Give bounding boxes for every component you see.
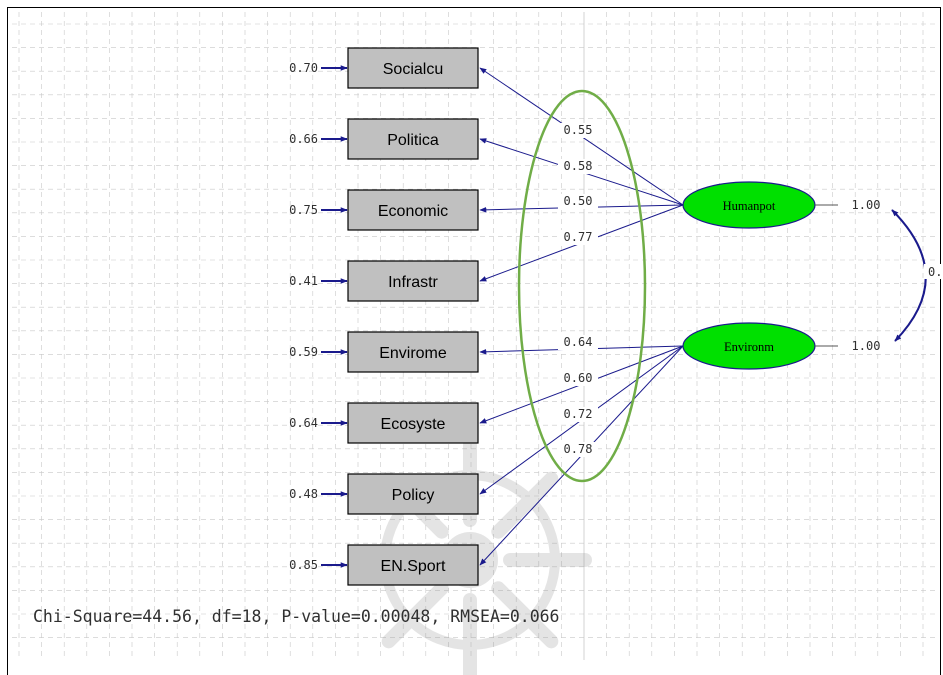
observed-box [347, 47, 479, 89]
observed-label: Economic [378, 203, 448, 220]
observed-label: Infrastr [388, 274, 438, 291]
latent-variable: Humanpot 1.00 [682, 181, 881, 229]
loading-label-bg [558, 123, 598, 138]
loading-label: 0.64 [564, 335, 593, 349]
correlation-label-bg [924, 264, 943, 279]
loading-label-bg [558, 335, 598, 350]
loading-label: 0.60 [564, 371, 593, 385]
observed-box [347, 189, 479, 231]
observed-variable: Politica 0.66 [289, 118, 479, 160]
observed-label: Socialcu [383, 61, 443, 78]
loading-label: 0.55 [564, 123, 593, 137]
error-variance: 0.70 [289, 61, 318, 75]
latent-label: Environm [724, 340, 774, 354]
observed-box [347, 473, 479, 515]
correlation-label: 0.7 [928, 265, 943, 279]
observed-variable: Socialcu 0.70 [289, 47, 479, 89]
loading-label: 0.72 [564, 407, 593, 421]
latent-variance: 1.00 [852, 198, 881, 212]
latent-variable: Environm 1.00 [682, 322, 881, 370]
observed-variable: Infrastr 0.41 [289, 260, 479, 302]
loading-label: 0.58 [564, 159, 593, 173]
fit-statistics: Chi-Square=44.56, df=18, P-value=0.00048… [33, 607, 560, 626]
loading-label: 0.77 [564, 230, 593, 244]
observed-label: Envirome [379, 345, 447, 362]
error-variance: 0.66 [289, 132, 318, 146]
latent-variance: 1.00 [852, 339, 881, 353]
highlight-ellipse [517, 89, 647, 483]
loading-label-bg [558, 159, 598, 174]
correlation-arrow [891, 209, 927, 342]
error-variance: 0.75 [289, 203, 318, 217]
observed-variable: Economic 0.75 [289, 189, 479, 231]
loading-label-bg [558, 442, 598, 457]
observed-box [347, 402, 479, 444]
observed-label: Politica [387, 132, 439, 149]
observed-label: Ecosyste [381, 416, 446, 433]
factor-correlation: 0.7 [891, 209, 943, 342]
loading-label-bg [558, 230, 598, 245]
loading-label-bg [558, 407, 598, 422]
observed-label: Policy [392, 487, 435, 504]
watermark-petal [491, 581, 559, 649]
watermark-petal [381, 581, 449, 649]
error-variance: 0.59 [289, 345, 318, 359]
error-variance: 0.48 [289, 487, 318, 501]
loading-label: 0.78 [564, 442, 593, 456]
observed-variable: Envirome 0.59 [289, 331, 479, 373]
loading-label: 0.50 [564, 194, 593, 208]
error-variance: 0.85 [289, 558, 318, 572]
observed-box [347, 118, 479, 160]
latent-label: Humanpot [723, 199, 776, 213]
error-variance: 0.41 [289, 274, 318, 288]
observed-variable: EN.Sport 0.85 [289, 544, 479, 586]
loading-label-bg [558, 194, 598, 209]
watermark-petal [491, 471, 559, 539]
loading-label-bg [558, 371, 598, 386]
observed-variable: Policy 0.48 [289, 473, 479, 515]
loading-paths: 0.55 0.58 0.50 0.77 0.64 0.60 0.72 0.78 [479, 67, 684, 566]
error-variance: 0.64 [289, 416, 318, 430]
observed-box [347, 260, 479, 302]
observed-box [347, 331, 479, 373]
observed-box [347, 544, 479, 586]
observed-label: EN.Sport [381, 558, 446, 575]
observed-variable: Ecosyste 0.64 [289, 402, 479, 444]
